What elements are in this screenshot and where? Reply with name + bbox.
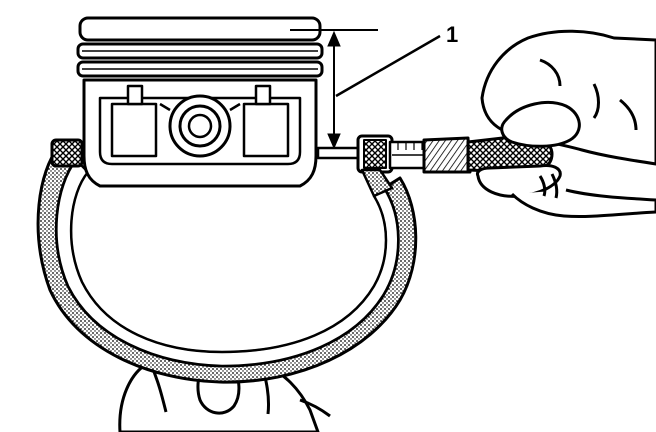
- callout-1: 1: [335, 22, 458, 98]
- piston: [76, 16, 324, 188]
- right-hand: [476, 29, 656, 219]
- callout-label: 1: [446, 22, 458, 47]
